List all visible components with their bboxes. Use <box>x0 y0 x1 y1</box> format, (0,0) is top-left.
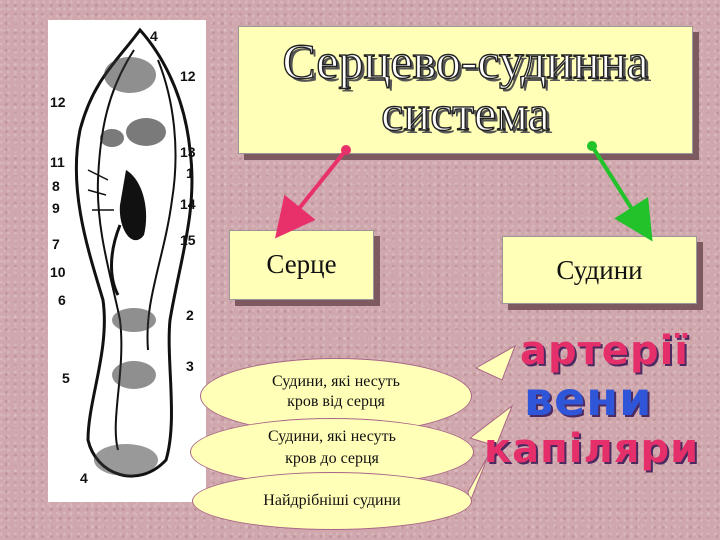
word-veins: вени <box>524 372 653 426</box>
heart-anatomy-figure: 4 12 12 13 11 1 8 9 14 7 15 10 6 2 5 3 4 <box>48 20 206 502</box>
bubble-tail <box>474 344 516 381</box>
figure-label: 7 <box>52 236 60 252</box>
bubble-line: кров від серця <box>287 393 385 410</box>
bubble-line: Найдрібніші судини <box>263 492 401 509</box>
figure-label: 15 <box>180 232 196 248</box>
title-line: система <box>380 85 550 141</box>
figure-label: 4 <box>150 28 158 44</box>
figure-label: 12 <box>50 94 66 110</box>
figure-label: 4 <box>80 470 88 486</box>
figure-label: 2 <box>186 307 194 323</box>
heart-box: Серце <box>229 230 374 300</box>
vessels-box: Судини <box>502 236 697 304</box>
arrow-start-dot <box>341 145 351 155</box>
word-capillaries: капіляри <box>484 426 700 472</box>
arrow-to-vessels <box>590 144 653 242</box>
figure-label: 1 <box>186 165 194 181</box>
title-box: Серцево-судинна система <box>238 26 693 154</box>
bubble-capillaries: Найдрібніші судини <box>192 472 472 530</box>
figure-label: 6 <box>58 292 66 308</box>
figure-label: 12 <box>180 68 196 84</box>
figure-label: 3 <box>186 358 194 374</box>
vessels-label: Судини <box>556 255 643 285</box>
figure-label: 5 <box>62 370 70 386</box>
bubble-line: Судини, які несуть <box>268 428 396 445</box>
bubble-tail <box>468 404 514 447</box>
word-arteries: артерії <box>520 328 689 374</box>
figure-label: 13 <box>180 144 196 160</box>
arrow-to-heart <box>274 148 348 239</box>
figure-label: 9 <box>52 200 60 216</box>
figure-label: 10 <box>50 264 66 280</box>
figure-label: 14 <box>180 196 196 212</box>
anatomy-drawing <box>74 27 194 478</box>
arrow-start-dot <box>587 141 597 151</box>
heart-label: Серце <box>266 249 337 279</box>
figure-label: 11 <box>50 154 65 170</box>
page-title: Серцево-судинна система <box>239 33 692 141</box>
bubble-line: кров до серця <box>285 450 379 467</box>
bubble-line: Судини, які несуть <box>272 373 400 390</box>
figure-label: 8 <box>52 178 60 194</box>
title-line: Серцево-судинна <box>282 33 650 89</box>
